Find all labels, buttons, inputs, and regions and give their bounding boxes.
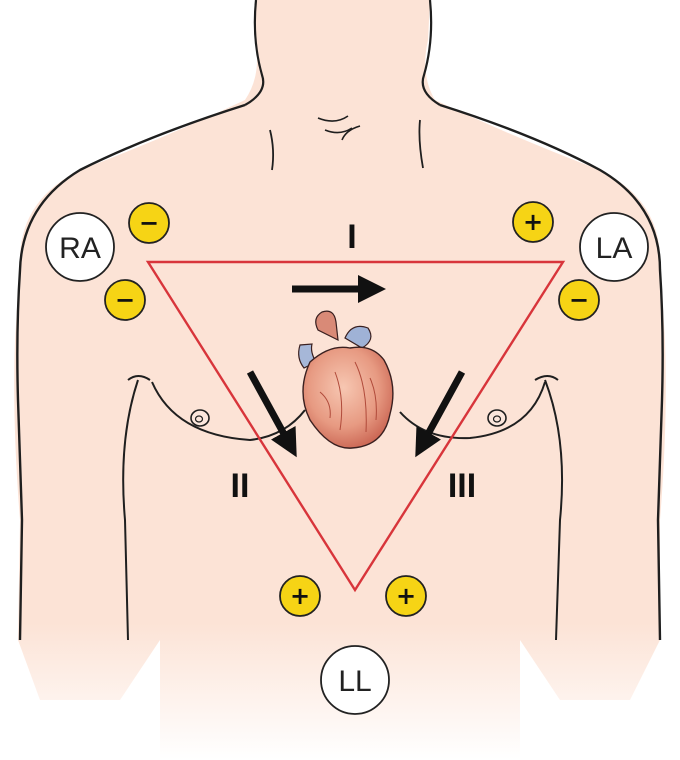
ll-lead2-sign: +	[290, 582, 310, 610]
ra-lead1-sign: −	[139, 209, 159, 237]
ra-lead2-polarity-badge: −	[105, 280, 145, 320]
nipple-right	[488, 410, 506, 426]
la-lead3-sign: −	[569, 286, 589, 314]
lead-iii-label: III	[448, 467, 476, 505]
la-lead1-sign: +	[523, 208, 543, 236]
la-lead1-polarity-badge: +	[513, 202, 553, 242]
lead-i-label: I	[347, 218, 356, 256]
ll-lead3-polarity-badge: +	[386, 576, 426, 616]
la-lead3-polarity-badge: −	[559, 280, 599, 320]
electrode-ra-label: RA	[59, 232, 101, 265]
nipple-left	[191, 410, 209, 426]
electrode-ll-label: LL	[338, 665, 371, 698]
ll-lead2-polarity-badge: +	[280, 576, 320, 616]
lead-ii-label: II	[231, 467, 250, 505]
electrode-ra: RA	[46, 213, 114, 281]
ra-lead2-sign: −	[115, 286, 135, 314]
ra-lead1-polarity-badge: −	[129, 203, 169, 243]
ll-lead3-sign: +	[396, 582, 416, 610]
electrode-ll: LL	[321, 646, 389, 714]
electrode-la: LA	[580, 213, 648, 281]
electrode-la-label: LA	[596, 232, 633, 265]
